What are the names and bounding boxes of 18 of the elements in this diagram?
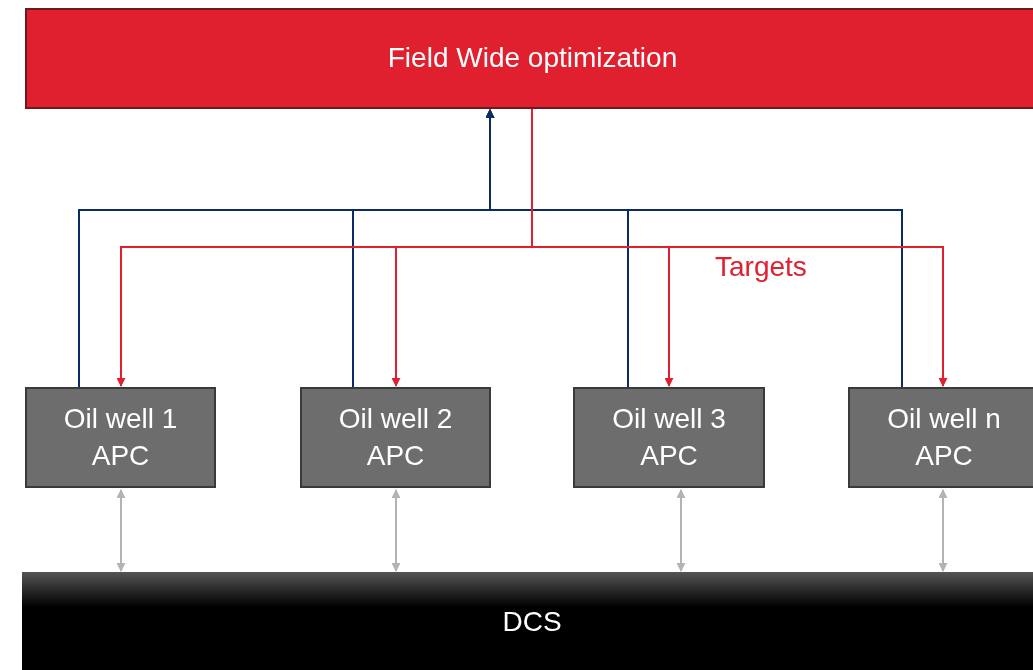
process-box xyxy=(25,387,216,488)
node-label: Oil well n APC xyxy=(886,402,1002,473)
node-label: Oil well 2 APC xyxy=(337,402,454,473)
double-arrow xyxy=(391,489,401,572)
node-label: Oil well 3 APC xyxy=(611,402,727,473)
process-box xyxy=(300,387,491,488)
node-label: DCS xyxy=(502,604,562,639)
system-bar xyxy=(22,572,1033,670)
arrow xyxy=(485,109,903,388)
process-box xyxy=(848,387,1033,488)
optimization-banner xyxy=(25,8,1033,109)
node-label: Oil well 1 APC xyxy=(62,402,179,473)
double-arrow xyxy=(116,489,126,572)
flow-label: Targets xyxy=(715,251,807,283)
double-arrow xyxy=(938,489,948,572)
node-label: Field Wide optimization xyxy=(387,41,678,76)
double-arrow xyxy=(676,489,686,572)
process-box xyxy=(573,387,765,488)
